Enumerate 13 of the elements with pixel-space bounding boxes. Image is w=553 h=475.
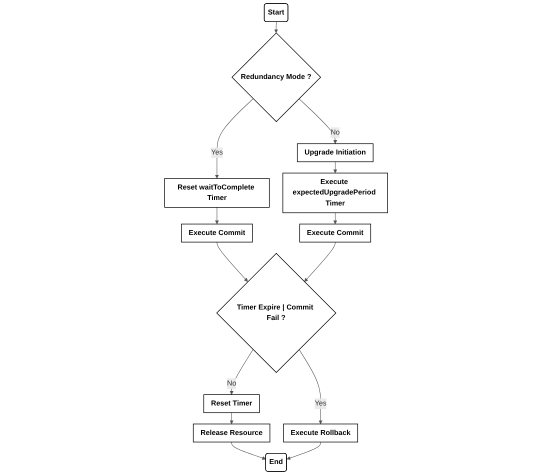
arrow <box>299 98 338 144</box>
arrow <box>217 242 248 282</box>
arrow <box>334 212 338 224</box>
arrow <box>215 207 220 224</box>
arrow <box>232 442 266 460</box>
arrow <box>230 349 254 395</box>
arrow <box>215 98 254 179</box>
arrow <box>286 442 322 460</box>
arrow <box>230 412 234 424</box>
arrow <box>299 349 323 424</box>
arrow <box>304 242 336 282</box>
arrow <box>274 22 278 34</box>
arrow <box>334 162 338 174</box>
